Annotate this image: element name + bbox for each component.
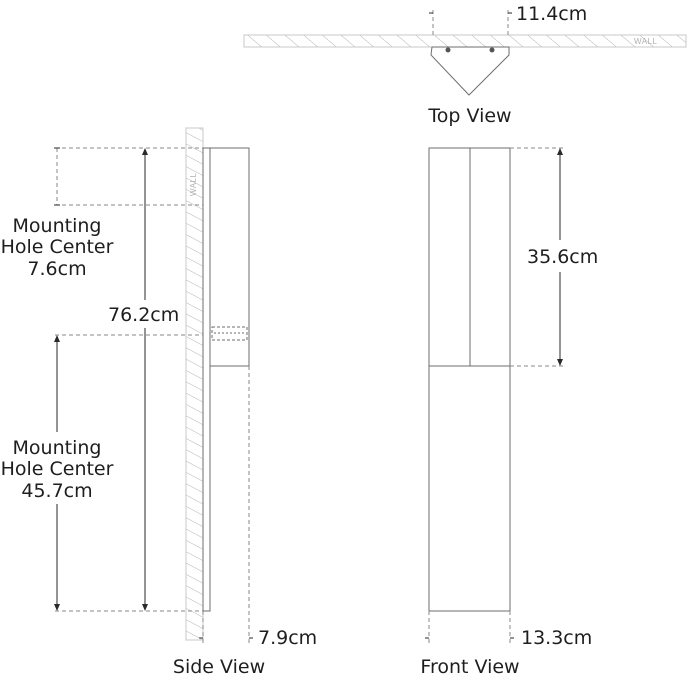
side-view-hole2-arrow-top <box>54 335 60 342</box>
top-view-screw-left <box>445 47 451 53</box>
side-view-hole2-arrow-bot <box>54 604 60 611</box>
top-view-width-label: 11.4cm <box>516 3 587 25</box>
front-view-lower-body <box>428 365 511 612</box>
side-view-bracket <box>211 326 248 341</box>
front-view-upper-height-label: 35.6cm <box>527 246 598 268</box>
front-view: 35.6cm 13.3cm Front View <box>420 147 598 678</box>
side-view-plate <box>202 147 211 612</box>
top-view-wall <box>243 34 687 48</box>
side-view-wall-label: WALL <box>189 172 198 196</box>
front-view-width-label: 13.3cm <box>521 627 592 649</box>
side-view-hole1-line2: Hole Center <box>1 236 114 258</box>
front-view-caption: Front View <box>420 656 519 678</box>
side-view: WALL 76.2cm Mounting Hole Center 7.6cm <box>1 127 317 678</box>
side-view-hole2-line1: Mounting <box>13 437 102 459</box>
top-view-caption: Top View <box>427 105 511 127</box>
top-view-screw-right <box>489 47 495 53</box>
top-view-fixture <box>430 46 510 96</box>
front-view-upper-arrow-top <box>557 148 563 155</box>
top-view-wall-label: WALL <box>634 37 658 46</box>
side-view-hole2-value: 45.7cm <box>21 480 92 502</box>
side-view-height-label: 76.2cm <box>108 304 179 326</box>
side-view-height-arrow-bot <box>142 604 148 611</box>
side-view-height-arrow-top <box>142 148 148 155</box>
top-view: WALL 11.4cm Top View <box>243 3 687 127</box>
front-view-upper-arrow-bot <box>557 359 563 366</box>
side-view-depth-label: 7.9cm <box>258 627 317 649</box>
side-view-hole1-value: 7.6cm <box>27 258 86 280</box>
side-view-caption: Side View <box>173 656 265 678</box>
side-view-hole2-line2: Hole Center <box>1 458 114 480</box>
side-view-hole1-line1: Mounting <box>13 215 102 237</box>
